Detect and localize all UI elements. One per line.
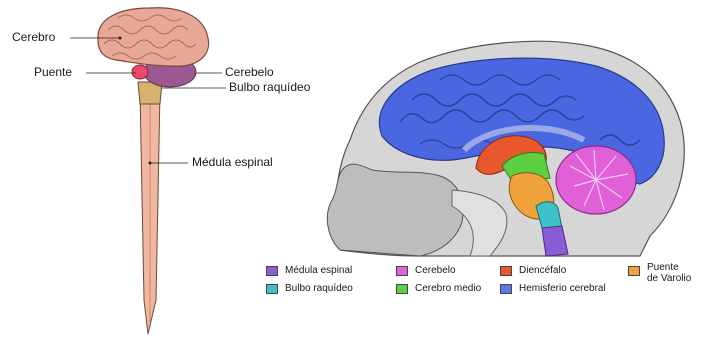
label-cerebro: Cerebro — [12, 30, 55, 44]
pons-shape — [132, 65, 148, 79]
legend-swatch-puente — [628, 266, 640, 276]
legend-label-bulbo: Bulbo raquídeo — [285, 283, 353, 294]
legend-swatch-cerebelo — [396, 266, 408, 276]
legend-swatch-hemisferio — [500, 284, 512, 294]
legend-label-hemisferio: Hemisferio cerebral — [519, 283, 606, 294]
legend-label-medula: Médula espinal — [285, 265, 352, 276]
legend-label-cerebelo: Cerebelo — [415, 265, 456, 276]
label-medula-espinal: Médula espinal — [192, 155, 273, 169]
label-bulbo-raquideo: Bulbo raquídeo — [229, 80, 310, 94]
legend-swatch-bulbo — [266, 284, 278, 294]
legend-label-cerebro-medio: Cerebro medio — [415, 283, 481, 294]
left-nervous-system-figure — [70, 8, 226, 334]
legend-label-diencefalo: Diencéfalo — [519, 265, 566, 276]
label-puente: Puente — [34, 65, 72, 79]
legend-swatch-cerebro-medio — [396, 284, 408, 294]
face-profile — [327, 164, 463, 256]
sagittal-head-section — [327, 41, 684, 256]
legend-swatch-diencefalo — [500, 266, 512, 276]
label-cerebelo: Cerebelo — [225, 65, 274, 79]
legend-swatch-medula — [266, 266, 278, 276]
